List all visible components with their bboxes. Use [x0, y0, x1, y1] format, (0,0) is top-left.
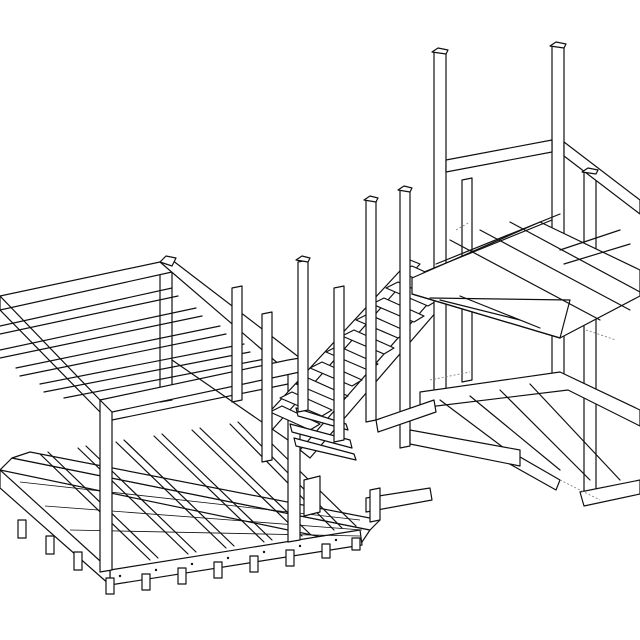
- pergola-left-edge: [0, 295, 101, 401]
- pergola-right-beam: [159, 259, 301, 373]
- tower-brace: [439, 295, 541, 329]
- stair-post-caps: [295, 185, 413, 263]
- stair-landing-step: [365, 487, 433, 513]
- deck-bolts: [118, 538, 338, 578]
- post-cap: [159, 255, 177, 267]
- ground-sill: [409, 429, 521, 467]
- stair-landing-block: [303, 475, 321, 517]
- tower-top-beam-side: [563, 141, 640, 215]
- right-tower-frame: [411, 41, 640, 507]
- tower-post-front: [583, 169, 597, 501]
- tower-platform: [411, 213, 640, 339]
- tower-post-back-left: [433, 49, 447, 395]
- stair-handrail-posts: [231, 187, 411, 463]
- hidden-lines: [429, 221, 617, 501]
- deck-blocking: [19, 481, 363, 537]
- tower-post-cap: [431, 47, 449, 55]
- pergola-post-back: [159, 259, 173, 403]
- pergola-post-front-left: [99, 397, 113, 573]
- center-stair: [231, 185, 453, 523]
- pergola-rafters: [0, 287, 271, 399]
- deck-support-posts: [17, 519, 361, 595]
- ground-rail: [375, 399, 437, 433]
- tower-top-beam-back: [445, 139, 553, 173]
